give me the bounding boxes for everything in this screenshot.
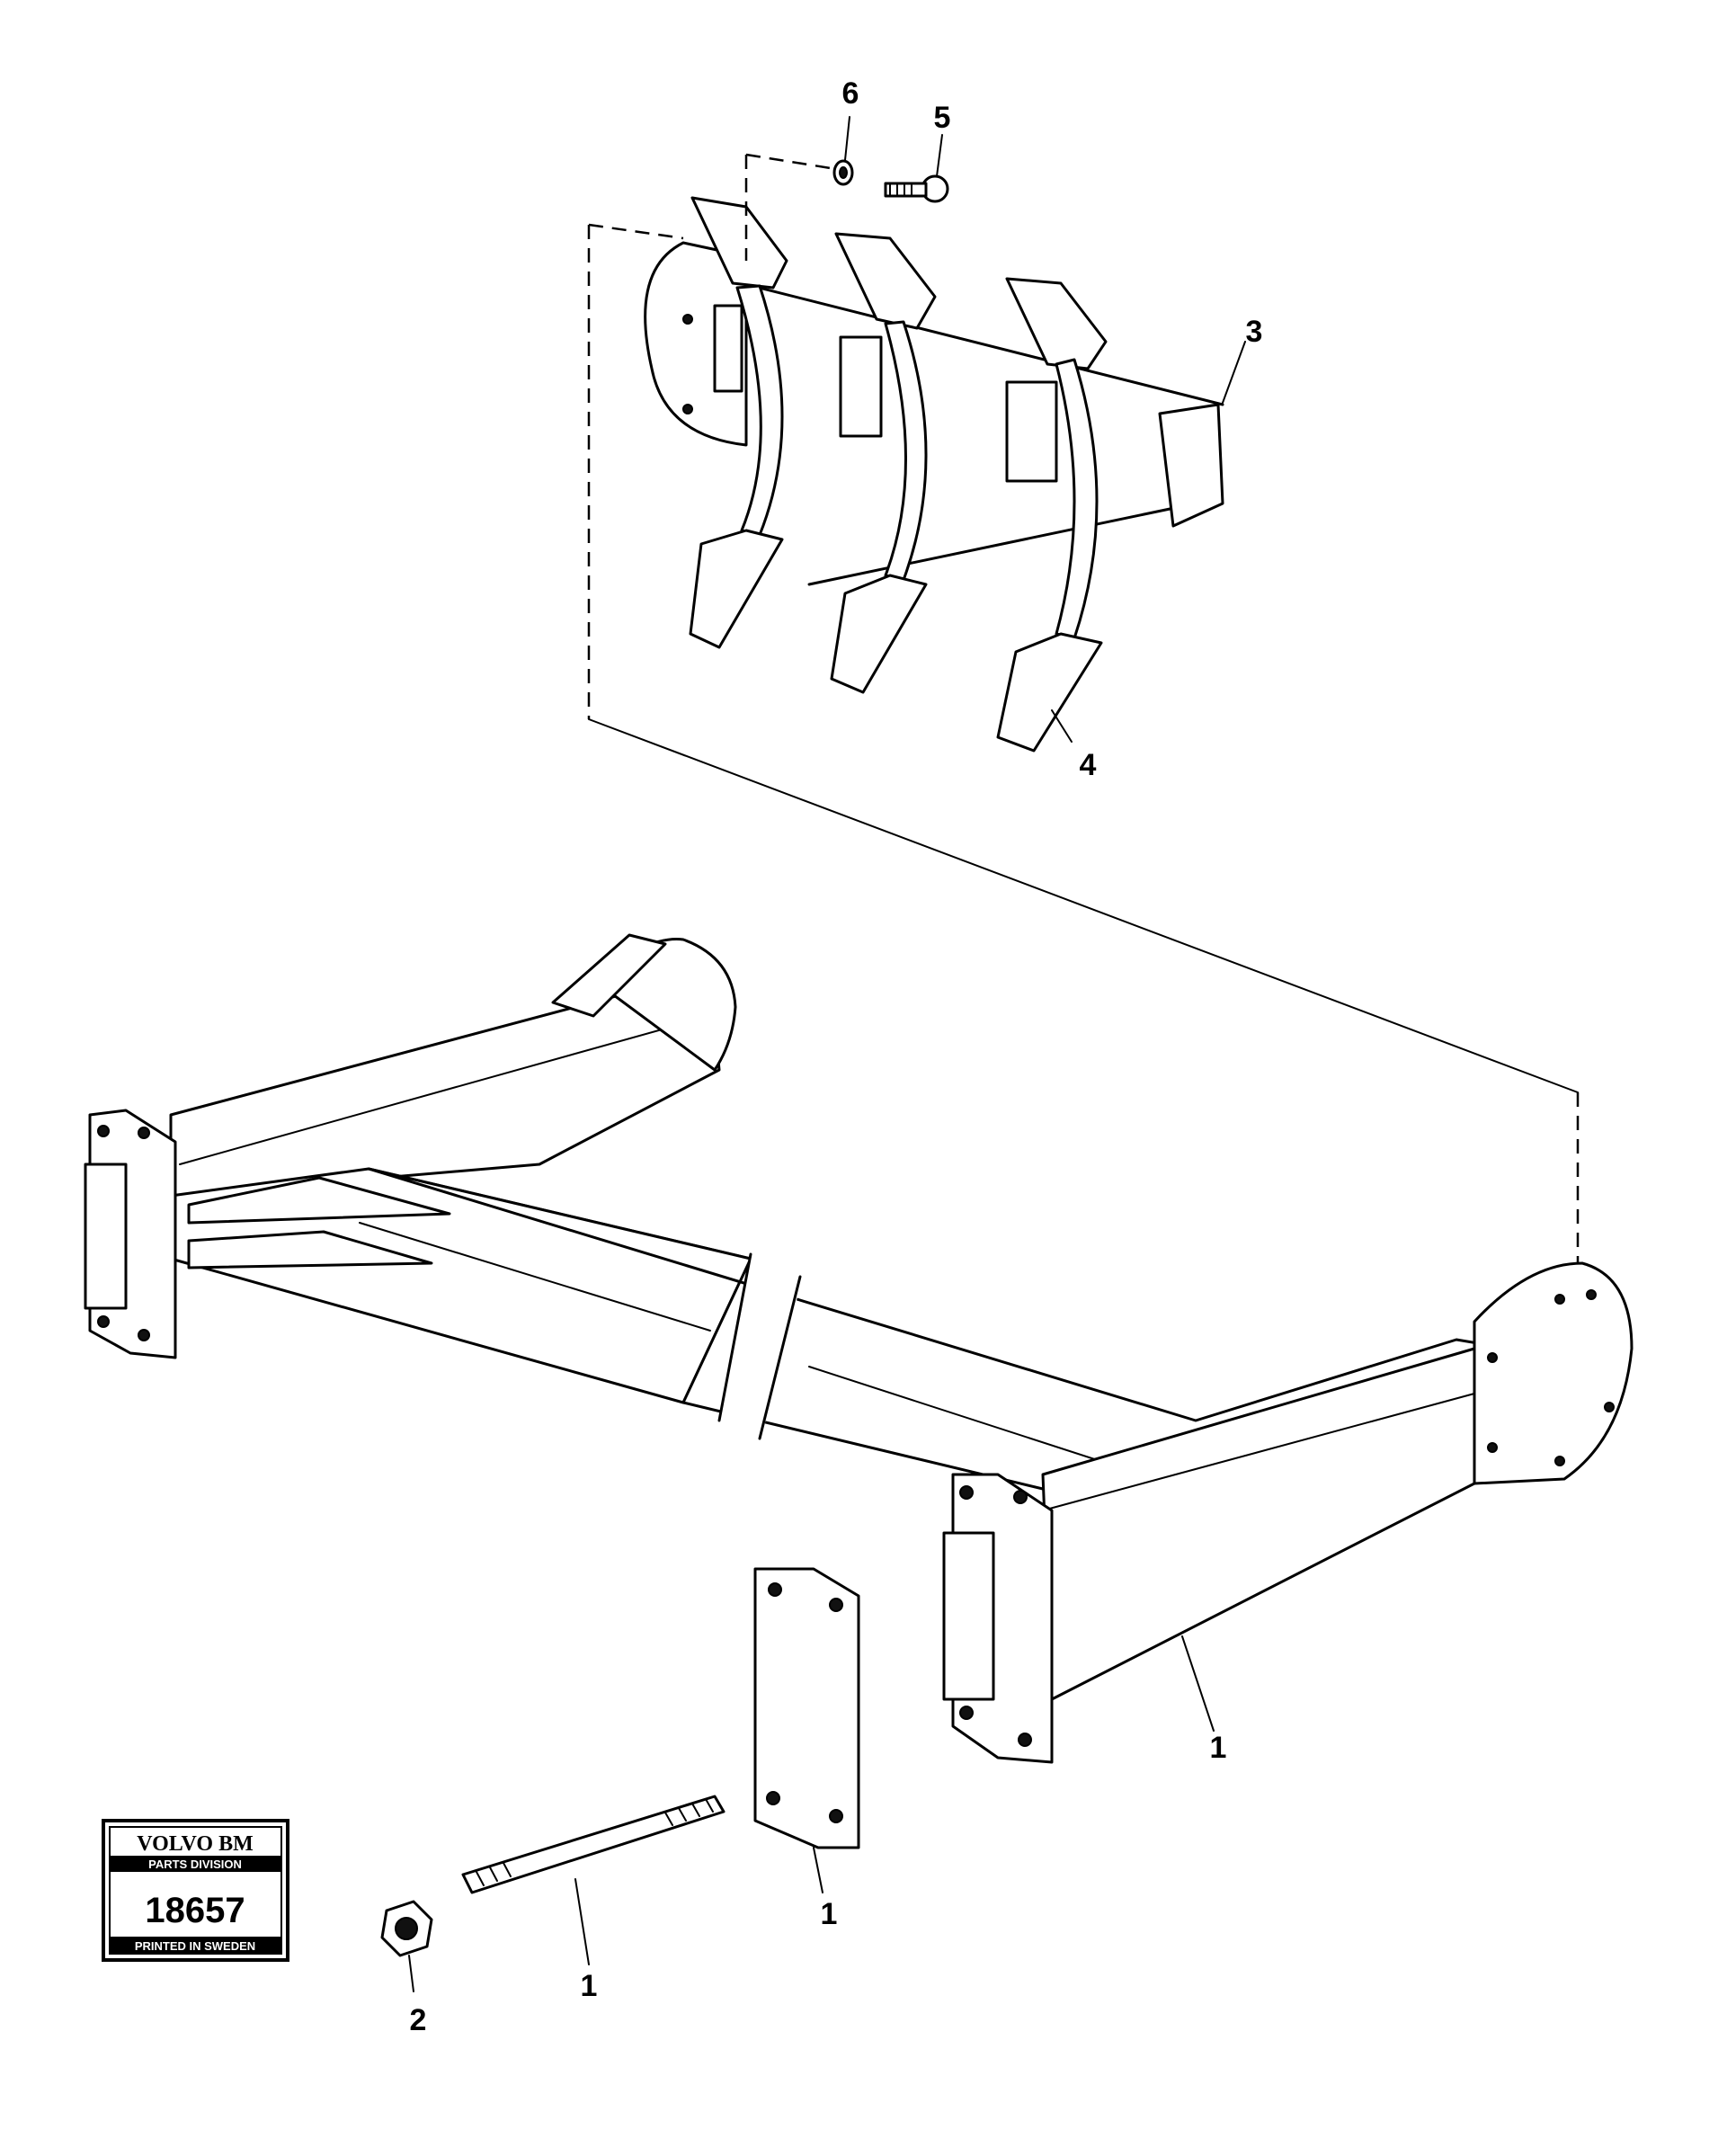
ripper-tine-1: [689, 196, 788, 649]
frame-part-1: [84, 933, 1634, 1764]
ripper-tine-assembly: [644, 159, 1224, 753]
washer-part-6: [832, 159, 854, 186]
assembly-guide-lines: [587, 153, 1580, 1286]
callout-3: 3: [1246, 315, 1263, 349]
stamp-division: PARTS DIVISION: [148, 1858, 242, 1871]
callout-6: 6: [842, 76, 859, 111]
stamp-brand: VOLVO BM: [137, 1832, 254, 1856]
right-mounting-bracket: [942, 1473, 1054, 1764]
callout-1-stud: 1: [581, 1969, 598, 2003]
callout-5: 5: [934, 101, 951, 135]
ripper-tine-3: [996, 277, 1108, 753]
stamp-footer: PRINTED IN SWEDEN: [135, 1939, 255, 1953]
volvo-bm-parts-stamp: VOLVO BM PARTS DIVISION 18657 PRINTED IN…: [102, 1819, 289, 1962]
callout-leaders: [408, 116, 1246, 1992]
ripper-tine-2: [830, 232, 937, 694]
nut-part-2: [380, 1900, 433, 1957]
end-block-part-3: [1158, 403, 1224, 528]
callout-4: 4: [1080, 748, 1097, 782]
bolt-part-5: [884, 174, 949, 203]
stamp-number: 18657: [145, 1891, 245, 1930]
callout-2: 2: [410, 2003, 427, 2037]
stud-bolt-part-1: [461, 1795, 726, 1894]
left-mounting-bracket: [84, 1109, 177, 1359]
clamp-plate-part-1: [753, 1567, 860, 1849]
callout-1-frame: 1: [1210, 1731, 1227, 1765]
callout-1-plate: 1: [821, 1897, 838, 1931]
